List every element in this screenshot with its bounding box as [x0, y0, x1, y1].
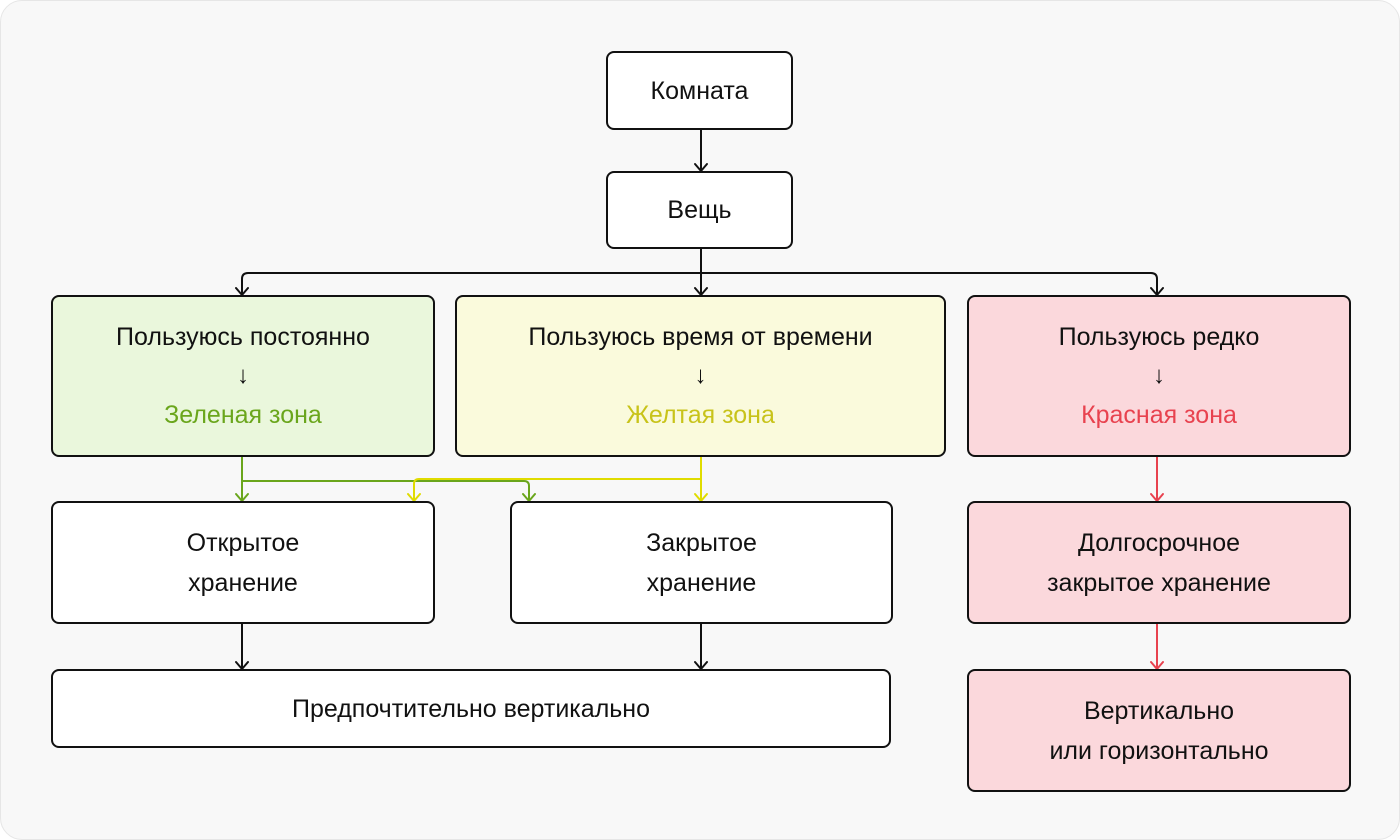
- node-use-sometimes: Пользуюсь время от времени ↓ Желтая зона: [455, 295, 946, 457]
- node-label: Долгосрочное: [1077, 528, 1241, 557]
- zone-label: Зеленая зона: [164, 401, 322, 429]
- zone-label: Желтая зона: [626, 401, 775, 429]
- node-label: Комната: [650, 76, 749, 105]
- node-label: или горизонтально: [1049, 736, 1269, 765]
- node-label: Предпочтительно вертикально: [291, 694, 651, 723]
- node-label: Вертикально: [1083, 696, 1235, 725]
- node-use-often: Пользуюсь постоянно ↓ Зеленая зона: [51, 295, 435, 457]
- node-vertical-preferred: Предпочтительно вертикально: [51, 669, 891, 748]
- node-room: Комната: [606, 51, 793, 130]
- node-open-storage: Открытое хранение: [51, 501, 435, 624]
- node-use-rarely: Пользуюсь редко ↓ Красная зона: [967, 295, 1351, 457]
- arrow-down-icon: ↓: [1153, 362, 1165, 389]
- node-long-term-storage: Долгосрочное закрытое хранение: [967, 501, 1351, 624]
- node-vertical-or-horizontal: Вертикально или горизонтально: [967, 669, 1351, 792]
- node-closed-storage: Закрытое хранение: [510, 501, 893, 624]
- zone-label: Красная зона: [1081, 401, 1237, 429]
- node-label: Открытое: [186, 528, 300, 557]
- arrow-down-icon: ↓: [237, 362, 249, 389]
- node-label: Закрытое: [646, 528, 757, 557]
- arrow-down-icon: ↓: [694, 362, 707, 389]
- node-thing: Вещь: [606, 171, 793, 249]
- node-label: хранение: [188, 568, 298, 597]
- node-label: Пользуюсь время от времени: [528, 323, 873, 351]
- node-label: хранение: [646, 568, 757, 597]
- node-label: закрытое хранение: [1047, 568, 1271, 597]
- node-label: Пользуюсь постоянно: [116, 323, 370, 351]
- node-label: Пользуюсь редко: [1058, 323, 1260, 351]
- node-label: Вещь: [667, 196, 732, 224]
- yellow-connectors: [407, 455, 708, 502]
